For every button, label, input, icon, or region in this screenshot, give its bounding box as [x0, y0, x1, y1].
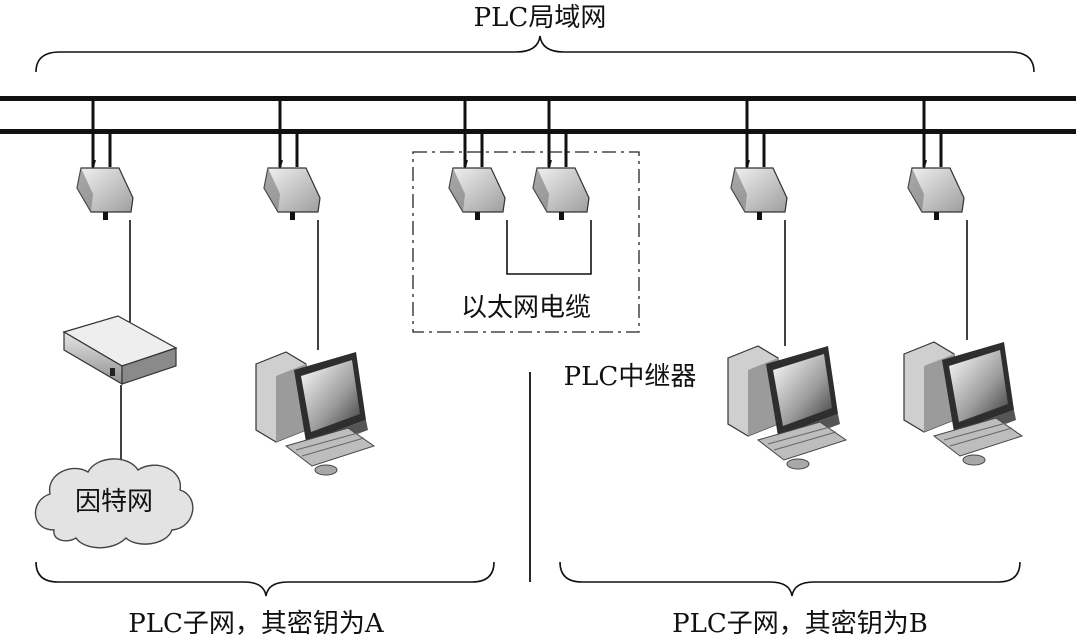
- plc-adapter-icon: [448, 159, 506, 221]
- subnet-a-brace: [35, 561, 495, 597]
- desktop-computer-icon: [903, 341, 1023, 466]
- router-icon: [62, 315, 178, 386]
- ethernet-cable-label: 以太网电缆: [461, 293, 591, 323]
- ethernet-cable: [506, 220, 592, 275]
- cloud-icon: [34, 458, 194, 549]
- power-line: [0, 96, 1076, 134]
- subnet-b-brace: [559, 561, 1021, 597]
- internet-label: 因特网: [75, 487, 153, 517]
- desktop-computer-icon: [727, 345, 847, 470]
- lan-brace: [35, 35, 1035, 73]
- plc-adapter-icon: [907, 159, 965, 221]
- plc-adapter-icon: [532, 159, 590, 221]
- subnet-b-label: PLC子网，其密钥为B: [672, 609, 928, 639]
- device-cables: [120, 220, 968, 468]
- repeater-box: [412, 151, 640, 333]
- repeater-label: PLC中继器: [564, 362, 697, 392]
- plc-adapter-icon: [730, 159, 788, 221]
- subnet-a-label: PLC子网，其密钥为A: [128, 609, 385, 639]
- desktop-computer-icon: [255, 351, 375, 476]
- lan-title: PLC局域网: [474, 3, 607, 33]
- plc-adapter-icon: [263, 159, 321, 221]
- adapter-drops: [91, 98, 943, 167]
- plc-adapter-icon: [76, 159, 134, 221]
